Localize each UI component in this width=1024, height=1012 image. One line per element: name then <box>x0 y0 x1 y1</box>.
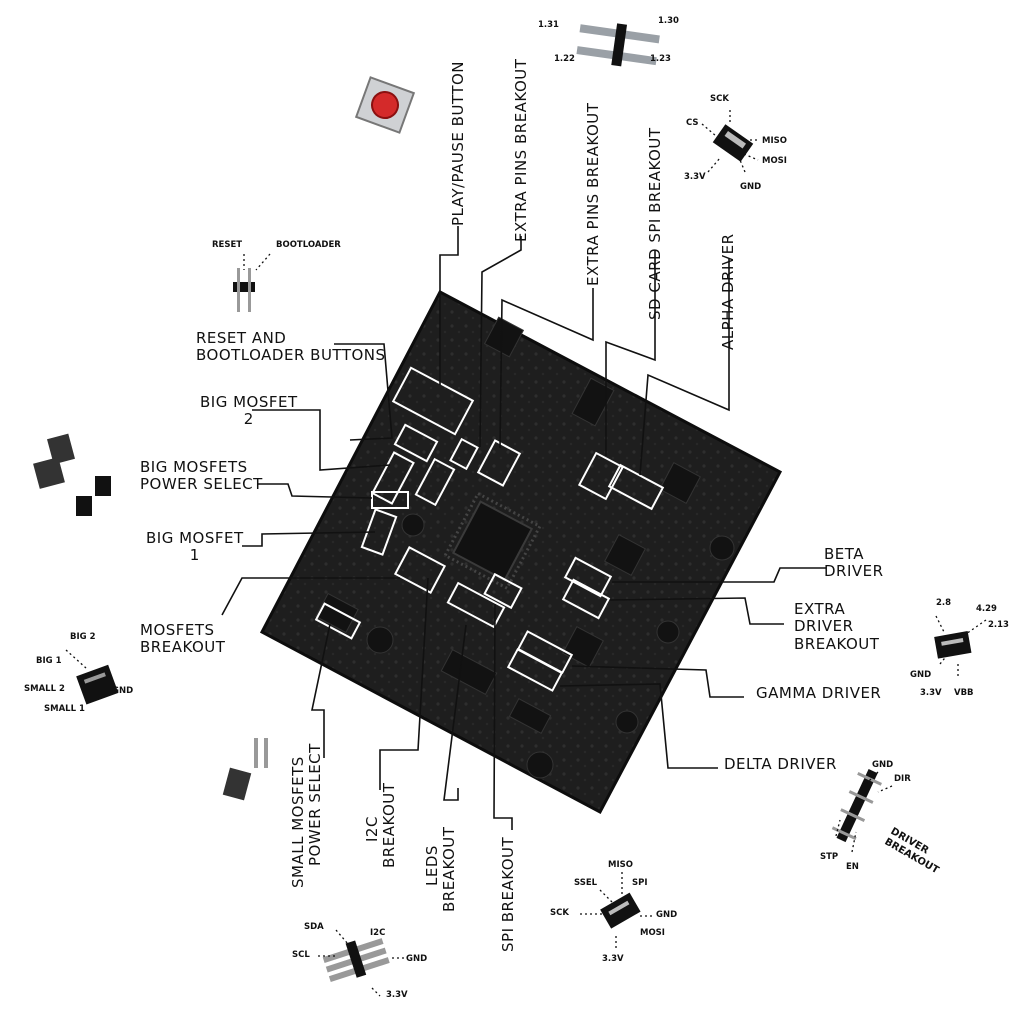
pin-label: SDA <box>304 922 324 932</box>
label-reset-bootloader-buttons: RESET AND BOOTLOADER BUTTONS <box>196 329 386 365</box>
label-i2c-breakout: I2C BREAKOUT <box>363 782 399 868</box>
label-spi-breakout: SPI BREAKOUT <box>499 836 517 952</box>
label-leds-breakout: LEDS BREAKOUT <box>423 826 459 912</box>
label-beta-driver: BETA DRIVER <box>824 545 884 581</box>
pin-label: GND <box>872 760 894 770</box>
pin-label: GND <box>112 686 134 696</box>
pcb-board <box>259 289 783 815</box>
label-big-mosfets-power-select: BIG MOSFETS POWER SELECT <box>140 458 263 494</box>
pin-label: MISO <box>762 136 787 146</box>
pin-label: SMALL 2 <box>24 684 65 694</box>
pin-label: 2.13 <box>988 620 1009 630</box>
pin-label: GND <box>740 182 762 192</box>
pin-label: STP <box>820 852 839 862</box>
pin-label: RESET <box>212 240 243 250</box>
pin-label: BIG 1 <box>36 656 62 666</box>
pin-label: GND <box>910 670 932 680</box>
label-extra-driver-breakout: EXTRA DRIVER BREAKOUT <box>794 600 880 653</box>
label-alpha-driver: ALPHA DRIVER <box>719 233 737 350</box>
leader-lines <box>221 226 826 830</box>
label-delta-driver: DELTA DRIVER <box>724 755 837 773</box>
pin-label: CS <box>686 118 699 128</box>
component-images <box>33 23 972 983</box>
label-play-pause-button: PLAY/PAUSE BUTTON <box>449 60 467 226</box>
pin-label: MOSI <box>762 156 787 166</box>
pin-label: MISO <box>608 860 633 870</box>
pin-label: I2C <box>370 928 386 938</box>
pin-label: SCK <box>710 94 729 104</box>
microcontroller-chip <box>443 491 542 591</box>
pin-label: SCK <box>550 908 569 918</box>
label-sd-card-spi-breakout: SD CARD SPI BREAKOUT <box>646 127 664 321</box>
pin-label: SPI <box>632 878 648 888</box>
pin-label: 1.23 <box>650 54 671 64</box>
pin-label: 4.29 <box>976 604 997 614</box>
pin-label: BOOTLOADER <box>276 240 341 250</box>
pin-label: MOSI <box>640 928 665 938</box>
pin-label: 3.3V <box>602 954 624 964</box>
pin-label: 2.8 <box>936 598 952 608</box>
pin-label: DIR <box>894 774 911 784</box>
pin-label: VBB <box>954 688 974 698</box>
label-big-mosfet-2: BIG MOSFET 2 <box>200 393 298 429</box>
pin-label: 1.30 <box>658 16 679 26</box>
label-big-mosfet-1: BIG MOSFET 1 <box>146 529 244 565</box>
pin-label: 3.3V <box>684 172 706 182</box>
pin-label: EN <box>846 862 859 872</box>
label-gamma-driver: GAMMA DRIVER <box>756 684 882 702</box>
label-extra-pins-breakout-2: EXTRA PINS BREAKOUT <box>584 102 602 286</box>
label-mosfets-breakout: MOSFETS BREAKOUT <box>140 621 226 657</box>
pin-label: SCL <box>292 950 310 960</box>
pin-label: 3.3V <box>386 990 408 1000</box>
header-outlines <box>314 366 665 692</box>
pin-label: 1.22 <box>554 54 575 64</box>
pin-label: SSEL <box>574 878 598 888</box>
label-extra-pins-breakout-1: EXTRA PINS BREAKOUT <box>512 58 530 242</box>
tactile-button-image <box>354 76 416 134</box>
pcb-components <box>315 316 735 779</box>
pin-label: BIG 2 <box>70 632 96 642</box>
pin-label: GND <box>656 910 678 920</box>
pin-label: 3.3V <box>920 688 942 698</box>
pin-label: SMALL 1 <box>44 704 85 714</box>
pin-label: GND <box>406 954 428 964</box>
pin-pointers <box>65 110 987 997</box>
label-small-mosfets-power-select: SMALL MOSFETS POWER SELECT <box>289 743 325 888</box>
pin-label: 1.31 <box>538 20 559 30</box>
